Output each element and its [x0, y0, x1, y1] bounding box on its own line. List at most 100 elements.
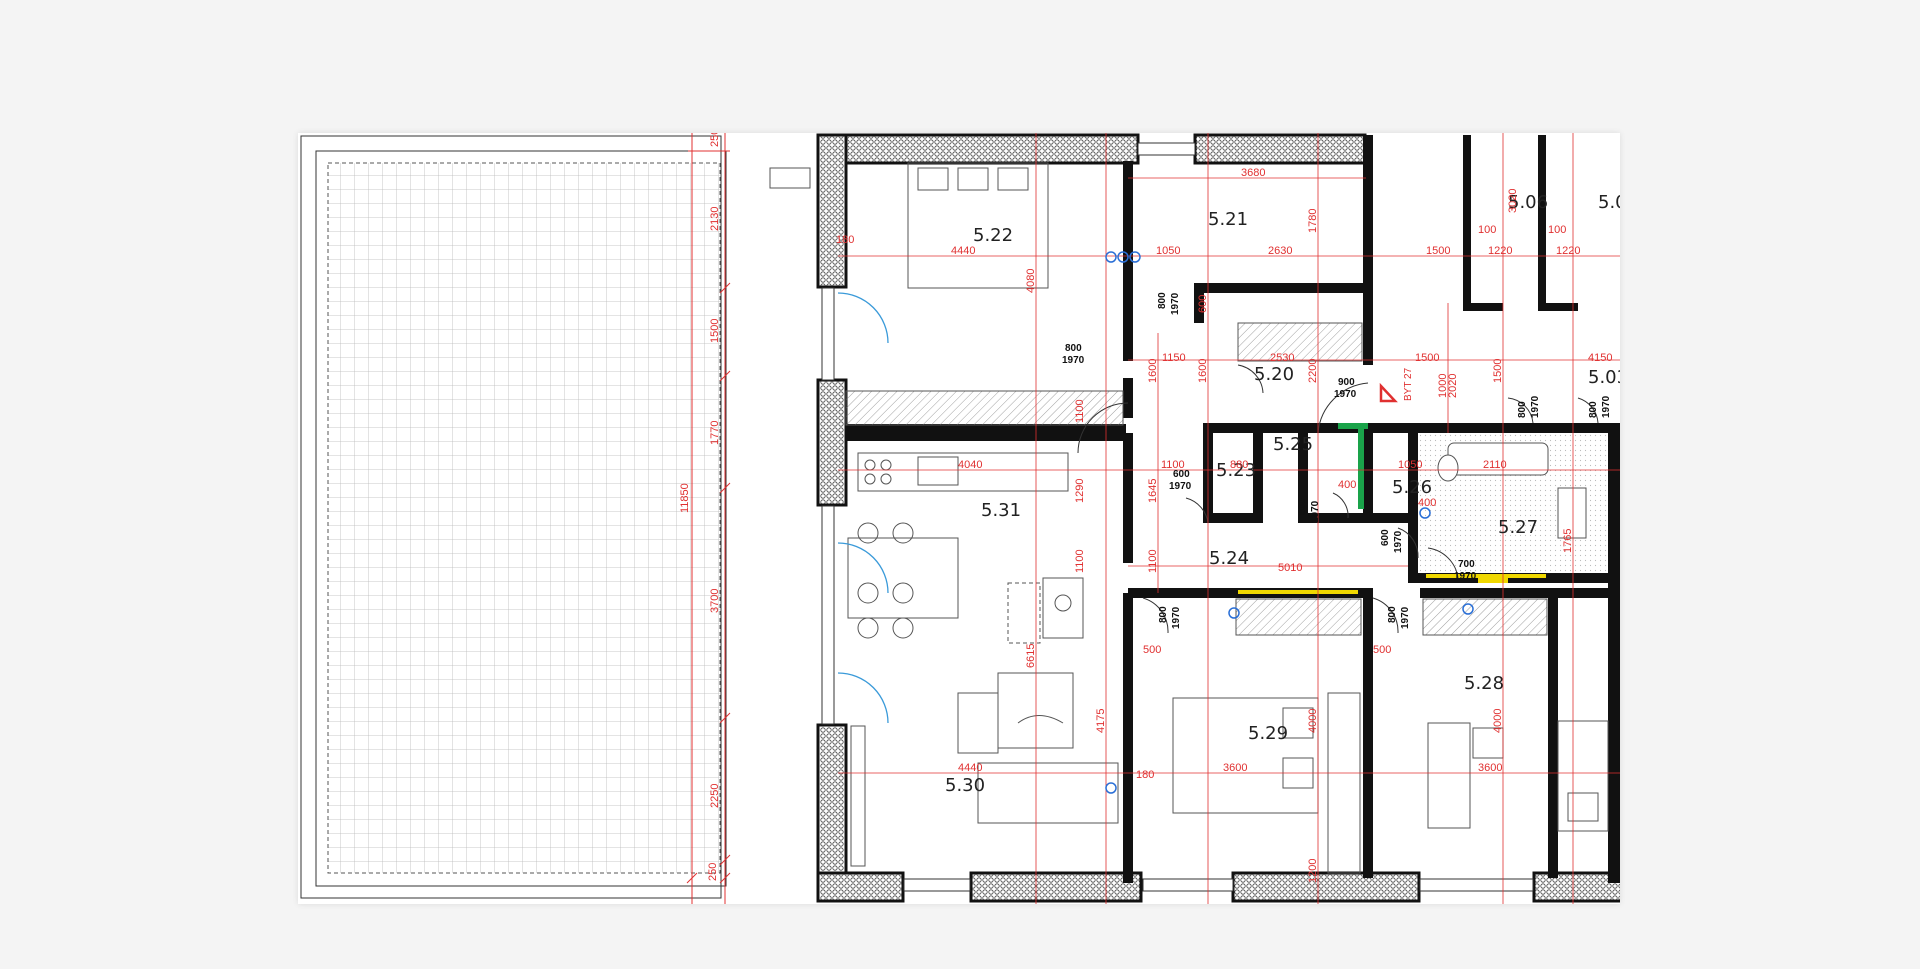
apartment-marker[interactable]: BYT 27 [1379, 367, 1414, 403]
warning-triangle-icon [1379, 382, 1398, 403]
dim-h-4440-bottom: 4440 [958, 762, 982, 774]
horizontal-dimension-labels: 3680 4440 1050 2630 1500 1220 1220 1150 … [836, 167, 1612, 781]
dim-v-1200: 1200 [1307, 859, 1319, 883]
dim-h-400-b: 400 [1418, 497, 1436, 509]
door-label-width: 800 [1297, 498, 1308, 515]
room-label-521[interactable]: 5.21 [1208, 209, 1248, 230]
door-label-height: 1970 [1454, 571, 1477, 582]
dim-h-4040: 4040 [958, 459, 982, 471]
left-dimension-chain [686, 133, 731, 904]
dim-h-5010: 5010 [1278, 562, 1302, 574]
dim-v-4080: 4080 [1025, 269, 1037, 293]
dim-v-1500-b: 1500 [1492, 359, 1504, 383]
room-label-528[interactable]: 5.28 [1464, 673, 1504, 694]
dim-v-4000-b: 4000 [1492, 709, 1504, 733]
dim-h-4150: 4150 [1588, 352, 1612, 364]
dim-v-1645: 1645 [1147, 479, 1159, 503]
dim-h-3600-a: 3600 [1223, 762, 1247, 774]
dim-h-3680: 3680 [1241, 167, 1265, 179]
marker-circle-icon [1419, 507, 1431, 519]
bathroom-floor [1418, 433, 1608, 573]
dim-h-2530: 2530 [1270, 352, 1294, 364]
door-label-width: 900 [1338, 377, 1355, 388]
room-label-522[interactable]: 5.22 [973, 225, 1013, 246]
dim-v-1100-a: 1100 [1074, 399, 1086, 423]
dim-v-3020: 3020 [1507, 189, 1519, 213]
dim-h-400-a: 400 [1338, 479, 1356, 491]
room-label-523[interactable]: 5.23 [1216, 460, 1256, 481]
door-label-height: 1970 [1310, 500, 1321, 523]
dim-h-1050-b: 1050 [1398, 459, 1422, 471]
dim-v-1600-b: 1600 [1197, 359, 1209, 383]
door-label-width: 800 [1588, 401, 1599, 418]
dim-v-1000: 1000 [1437, 374, 1449, 398]
dim-v-11850: 11850 [679, 483, 691, 513]
door-label-width: 800 [1517, 401, 1528, 418]
floor-plan-drawing[interactable]: 250 2130 1500 1770 11850 3700 2250 250 [298, 133, 1620, 904]
dim-h-1500: 1500 [1426, 245, 1450, 257]
dim-v-1765: 1765 [1562, 529, 1574, 553]
door-label-height: 1970 [1530, 395, 1541, 418]
dim-h-180-b: 180 [1136, 769, 1154, 781]
dim-h-1150: 1150 [1162, 352, 1186, 364]
dim-h-2630: 2630 [1268, 245, 1292, 257]
windows [821, 142, 1534, 892]
door-label-height: 1970 [1171, 606, 1182, 629]
dim-v-2020: 2020 [1447, 374, 1459, 398]
dim-v-1100-b: 1100 [1074, 549, 1086, 573]
dim-h-880: 880 [1230, 459, 1248, 471]
room-label-525[interactable]: 5.25 [1273, 434, 1313, 455]
room-labels: 5.22 5.21 5.06 5.0 5.20 5.03 5.25 5.23 5… [945, 192, 1620, 796]
dim-v-2200: 2200 [1307, 359, 1319, 383]
door-label-width: 700 [1458, 559, 1475, 570]
dim-h-100-a: 100 [1478, 224, 1496, 236]
door-label-height: 1970 [1334, 389, 1357, 400]
dim-v-1290: 1290 [1074, 479, 1086, 503]
door-swings [1077, 364, 1599, 634]
marker-circle-icon [1117, 251, 1129, 263]
room-label-530[interactable]: 5.30 [945, 775, 985, 796]
dim-v-600: 600 [1197, 295, 1209, 313]
dim-v-250-top: 250 [709, 133, 721, 147]
dim-h-4440-top: 4440 [951, 245, 975, 257]
door-label-height: 1970 [1400, 606, 1411, 629]
floor-plan-sheet[interactable]: 250 2130 1500 1770 11850 3700 2250 250 [298, 133, 1620, 904]
door-labels: 800 1970 800 1970 900 1970 600 1970 800 … [1062, 292, 1612, 629]
dim-v-4000-a: 4000 [1307, 709, 1319, 733]
room-label-524[interactable]: 5.24 [1209, 548, 1249, 569]
room-label-526[interactable]: 5.26 [1392, 477, 1432, 498]
accent-lines [1238, 423, 1546, 594]
apartment-tag: BYT 27 [1403, 367, 1414, 401]
blue-markers [1105, 251, 1474, 794]
vertical-dimension-labels: 4080 1780 3020 1600 1600 2200 1100 1645 … [1025, 189, 1574, 883]
dim-h-1050: 1050 [1156, 245, 1180, 257]
dim-h-1100: 1100 [1161, 459, 1185, 471]
marker-circle-icon [1105, 251, 1117, 263]
exterior-walls [816, 133, 1620, 903]
dim-h-1220-b: 1220 [1556, 245, 1580, 257]
room-label-529[interactable]: 5.29 [1248, 723, 1288, 744]
room-label-527[interactable]: 5.27 [1498, 517, 1538, 538]
dim-h-500-a: 500 [1143, 644, 1161, 656]
door-label-width: 800 [1065, 343, 1082, 354]
room-label-520[interactable]: 5.20 [1254, 364, 1294, 385]
furniture-bedroom-529 [1172, 692, 1361, 874]
door-label-width: 600 [1173, 469, 1190, 480]
room-label-505[interactable]: 5.0 [1598, 192, 1620, 213]
room-label-503[interactable]: 5.03 [1588, 367, 1620, 388]
dim-v-1780: 1780 [1307, 209, 1319, 233]
dim-v-2250: 2250 [709, 784, 721, 808]
door-label-height: 1970 [1062, 355, 1085, 366]
door-label-width: 800 [1387, 606, 1398, 623]
door-label-width: 800 [1158, 606, 1169, 623]
room-label-531[interactable]: 5.31 [981, 500, 1021, 521]
door-label-width: 600 [1380, 529, 1391, 546]
dim-v-1500: 1500 [709, 319, 721, 343]
room-label-506[interactable]: 5.06 [1508, 192, 1548, 213]
dim-v-1770: 1770 [709, 421, 721, 445]
dim-v-2130: 2130 [709, 207, 721, 231]
wardrobes [845, 322, 1548, 636]
dim-h-2110: 2110 [1483, 459, 1507, 471]
door-label-height: 1970 [1169, 481, 1192, 492]
door-label-height: 1970 [1601, 395, 1612, 418]
